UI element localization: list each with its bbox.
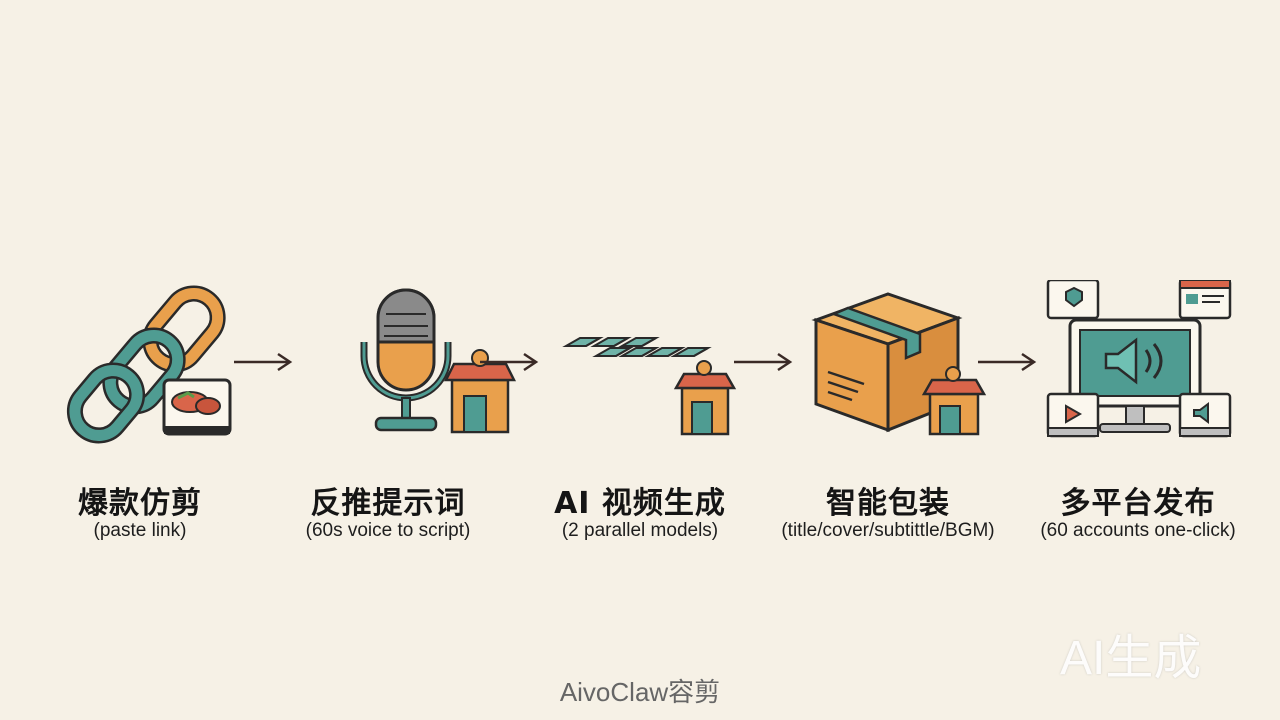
step-subtitle: (60s voice to script) <box>305 520 471 541</box>
gpu-server-unit: 1 <box>618 280 660 357</box>
gpu-server-unit: 1 <box>590 280 632 347</box>
step-subtitle: (paste link) <box>93 520 187 541</box>
storefront-icon <box>673 360 737 436</box>
food-thumbnail <box>162 378 232 436</box>
step-title: 智能包装 <box>826 486 950 521</box>
gpu-server-unit <box>592 347 634 357</box>
gpu-server-unit: 2 <box>644 280 686 357</box>
gpu-server-unit: 3 <box>670 280 712 357</box>
gpu-server-unit: 2 <box>618 280 660 347</box>
storefront-icon <box>921 366 987 436</box>
microphone-icon <box>360 288 517 434</box>
step-title: 爆款仿剪 <box>78 486 202 521</box>
gpu-servers-icon: 12 123 <box>562 280 737 436</box>
step-title: 反推提示词 <box>310 486 466 521</box>
arrow-right-icon <box>480 352 539 372</box>
arrow-right-icon <box>978 352 1037 372</box>
arrow-right-icon <box>234 352 293 372</box>
gpu-label: 3 <box>682 280 687 283</box>
arrow-right-icon <box>734 352 793 372</box>
gpu-label: 2 <box>630 280 635 283</box>
step-title: AI 视频生成 <box>554 486 726 521</box>
step-subtitle: (2 parallel models) <box>561 520 719 541</box>
step-subtitle: (60 accounts one-click) <box>1040 520 1236 541</box>
multi-platform-monitor-icon <box>1046 280 1232 438</box>
step-title: 多平台发布 <box>1060 486 1216 521</box>
ai-generated-watermark: AI生成 <box>1060 632 1202 685</box>
storefront-icon <box>443 349 517 434</box>
package-box-icon <box>811 292 987 436</box>
chain-link-icon <box>66 285 232 444</box>
gpu-server-unit <box>562 337 604 347</box>
step-subtitle: (title/cover/subtittle/BGM) <box>781 520 995 541</box>
footer-brand: AivoClaw容剪 <box>559 677 721 707</box>
gpu-label: 1 <box>630 280 635 283</box>
gpu-label: 1 <box>602 280 607 283</box>
gpu-label: 2 <box>656 280 661 283</box>
